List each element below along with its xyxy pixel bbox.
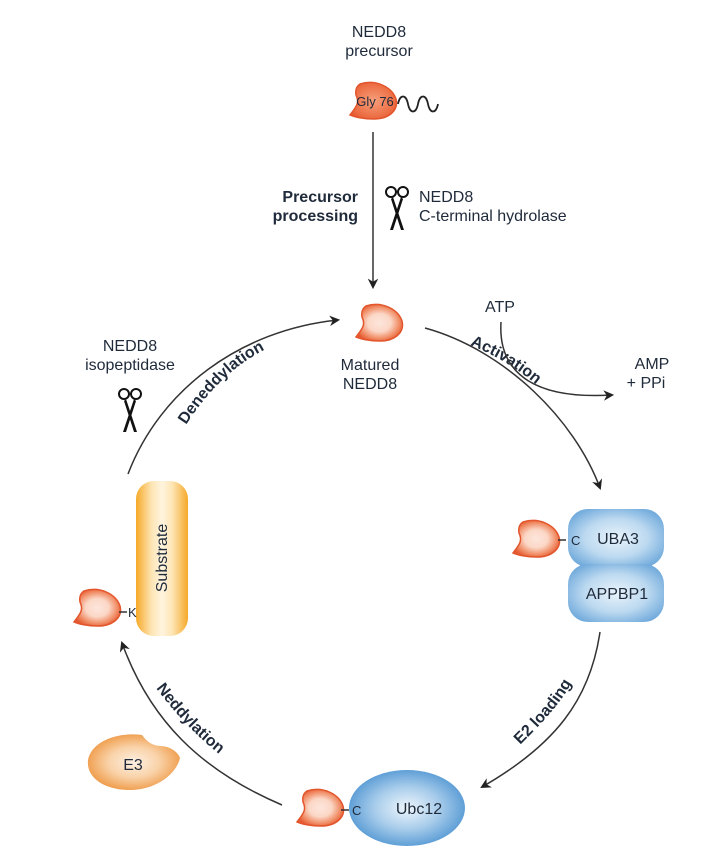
ubc12-label: Ubc12: [396, 801, 442, 818]
atp-label: ATP: [485, 299, 515, 316]
deneddylation-label: Deneddylation: [175, 338, 266, 427]
precursor-processing-line2: processing: [273, 208, 358, 225]
lysine-label: K: [128, 605, 137, 620]
amp-label: AMP: [635, 356, 670, 373]
gly76-label: Gly 76: [356, 94, 394, 109]
scissors-icon: [118, 388, 142, 432]
precursor-processing-line1: Precursor: [282, 189, 358, 206]
substrate-protein: [136, 481, 188, 636]
activation-label-text: Activation: [468, 333, 544, 388]
e1-cys-label: C: [571, 533, 580, 548]
deneddylation-label-text: Deneddylation: [175, 338, 266, 427]
e2-cys-label: C: [352, 803, 361, 818]
precursor-name-line2: precursor: [345, 43, 413, 60]
e2-loading-arrow: [480, 631, 601, 789]
substrate-bound-nedd8: [73, 588, 122, 627]
isopeptidase-line2: isopeptidase: [85, 357, 175, 374]
appbp1-subunit: [568, 564, 664, 622]
activation-arrow: [424, 327, 603, 490]
e3-ligase: [87, 734, 180, 790]
isopeptidase-line1: NEDD8: [103, 338, 157, 355]
e2-bound-nedd8: [296, 788, 345, 827]
activation-label: Activation: [468, 333, 544, 388]
e3-label: E3: [123, 757, 143, 774]
hydrolase-line1: NEDD8: [419, 189, 473, 206]
matured-line2: NEDD8: [343, 376, 397, 393]
matured-nedd8-protein: [355, 303, 404, 342]
atp-to-amp-arrow: [500, 321, 615, 401]
hydrolase-line2: C-terminal hydrolase: [419, 208, 567, 225]
c-terminal-tail: [397, 95, 439, 113]
e2-loading-label: E2 loading: [511, 676, 575, 747]
ubc12-enzyme: [349, 770, 465, 846]
substrate-label: Substrate: [154, 524, 171, 593]
deneddylation-arrow: [127, 315, 341, 475]
ppi-label: + PPi: [627, 375, 666, 392]
neddylation-arrow: [119, 641, 283, 806]
uba3-subunit: [568, 509, 664, 567]
precursor-name-line1: NEDD8: [352, 24, 406, 41]
appbp1-label: APPBP1: [586, 586, 648, 603]
e1-bound-nedd8: [512, 519, 561, 558]
scissors-icon: [385, 186, 409, 230]
e2-loading-label-text: E2 loading: [511, 676, 575, 747]
matured-line1: Matured: [341, 357, 400, 374]
uba3-label: UBA3: [597, 531, 639, 548]
